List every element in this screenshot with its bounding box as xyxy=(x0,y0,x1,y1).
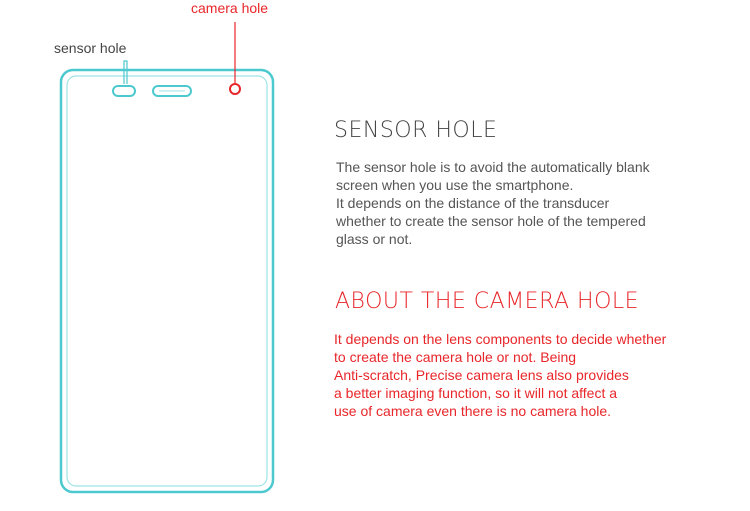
camera-hole-label: camera hole xyxy=(191,0,269,16)
sensor-hole xyxy=(112,85,136,97)
camera-line: Anti-scratch, Precise camera lens also p… xyxy=(334,367,629,383)
sensor-line: glass or not. xyxy=(336,231,413,247)
glass-outer-outline xyxy=(59,68,275,494)
camera-hole xyxy=(229,83,241,95)
sensor-line: The sensor hole is to avoid the automati… xyxy=(336,159,650,175)
sensor-line: screen when you use the smartphone. xyxy=(336,177,574,193)
camera-line: It depends on the lens components to dec… xyxy=(334,331,667,347)
camera-hole-heading: ABOUT THE CAMERA HOLE xyxy=(335,289,640,314)
sensor-line: whether to create the sensor hole of the… xyxy=(336,213,646,229)
camera-line: use of camera even there is no camera ho… xyxy=(334,403,612,419)
camera-line: a better imaging function, so it will no… xyxy=(334,385,618,401)
camera-hole-description: It depends on the lens components to dec… xyxy=(334,330,666,420)
sensor-hole-heading: SENSOR HOLE xyxy=(334,118,498,143)
sensor-leader-line xyxy=(123,60,128,84)
sensor-line: It depends on the distance of the transd… xyxy=(336,195,610,211)
glass-inner-outline xyxy=(66,75,268,487)
camera-line: to create the camera hole or not. Being xyxy=(334,349,577,365)
sensor-hole-description: The sensor hole is to avoid the automati… xyxy=(336,158,650,248)
sensor-hole-label: sensor hole xyxy=(54,40,127,56)
